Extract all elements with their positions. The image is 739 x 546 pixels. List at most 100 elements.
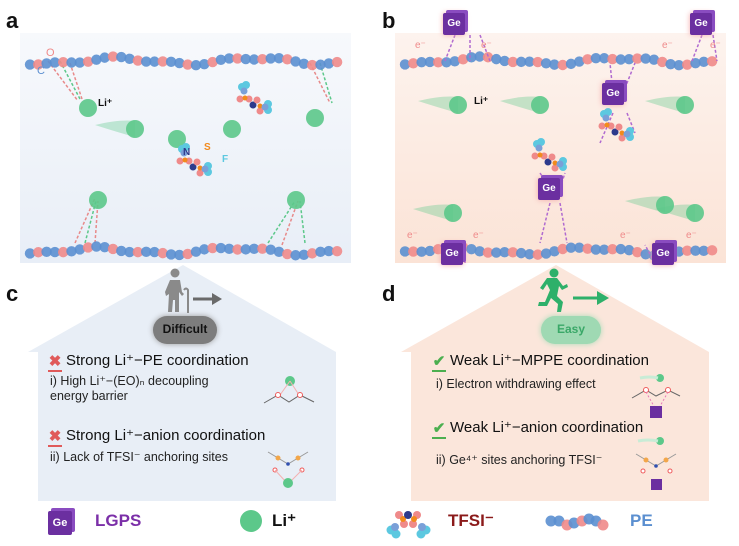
coordination-bond <box>539 172 551 189</box>
carbon-atom <box>199 59 210 70</box>
coordination-bond <box>539 202 551 244</box>
oxygen-atom <box>331 245 343 257</box>
carbon-atom <box>248 54 260 65</box>
check-icon: ✔ <box>432 420 446 439</box>
carbon-atom <box>574 242 585 253</box>
panel-d-roof <box>401 265 709 501</box>
oxygen-atom <box>132 246 144 258</box>
carbon-atom <box>91 54 102 65</box>
carbon-atom <box>24 248 36 259</box>
carbon-atom <box>574 56 585 67</box>
carbon-atom <box>623 54 635 65</box>
li-motion-trail <box>625 196 665 213</box>
oxygen-atom <box>597 519 609 531</box>
oxygen-atom <box>253 96 261 104</box>
oxygen-atom <box>548 153 556 161</box>
oxygen-atom <box>557 59 568 71</box>
carbon-atom <box>323 58 334 69</box>
panel-c-roof <box>28 263 336 501</box>
carbon-atom <box>315 246 326 258</box>
oxygen-atom <box>582 243 593 254</box>
li-motion-trail <box>418 96 458 113</box>
carbon-label: C <box>37 65 45 77</box>
carbon-atom <box>549 246 560 257</box>
carbon-atom <box>273 53 285 64</box>
oxygen-atom <box>632 53 643 64</box>
li-ion <box>287 191 305 209</box>
oxygen-atom <box>82 242 94 253</box>
carbon-atom <box>41 58 52 69</box>
oxygen-atom <box>507 56 519 68</box>
carbon-atom <box>615 243 626 255</box>
oxygen-atom <box>408 58 419 69</box>
oxygen-atom <box>331 56 343 68</box>
carbon-atom <box>590 244 602 255</box>
carbon-atom <box>449 56 460 67</box>
oxygen-atom <box>607 244 618 255</box>
coordination-bond <box>622 62 636 94</box>
li-ion <box>79 99 97 117</box>
li-ion <box>306 109 324 127</box>
carbon-atom <box>74 57 85 68</box>
sulfur-atom <box>552 160 558 166</box>
oxygen-atom <box>107 51 119 62</box>
coordination-bond <box>281 200 299 246</box>
carbon-atom <box>240 244 251 255</box>
ge-cube-icon: Ge <box>602 83 624 105</box>
item-weak-li-anion: ✔Weak Li⁺−anion coordination <box>432 418 643 439</box>
li-motion-trail <box>95 120 135 137</box>
sulfur-atom <box>197 165 203 171</box>
carbon-atom <box>224 243 235 255</box>
legend-tfsi-label: TFSI⁻ <box>448 511 494 530</box>
tfsi-li-structure-icon <box>267 451 309 488</box>
li-motion-trail <box>645 96 685 113</box>
carbon-atom <box>524 56 535 67</box>
carbon-atom <box>590 52 602 64</box>
carbon-atom <box>298 249 310 261</box>
coordination-bond <box>69 62 83 100</box>
oxygen-atom <box>582 54 593 65</box>
carbon-atom <box>491 53 502 65</box>
carbon-atom <box>549 59 560 70</box>
oxygen-atom <box>433 57 444 68</box>
carbon-atom <box>399 246 411 257</box>
oxygen-atom <box>618 134 626 142</box>
li-ion <box>686 204 704 222</box>
fluorine-label: F <box>222 154 229 165</box>
oxygen-atom <box>408 246 419 257</box>
carbon-atom <box>99 52 110 63</box>
carbon-atom <box>180 149 188 157</box>
carbon-atom <box>290 250 301 261</box>
carbon-atom <box>165 56 177 68</box>
carbon-atom <box>623 130 631 138</box>
oxygen-atom <box>706 56 718 67</box>
oxygen-atom <box>232 53 243 64</box>
difficult-badge: Difficult <box>153 316 217 344</box>
coordination-bond <box>644 244 656 264</box>
oxygen-atom <box>682 245 693 256</box>
sulfur-atom <box>619 130 625 136</box>
oxygen-label: O <box>46 47 55 59</box>
li-ion <box>676 96 694 114</box>
carbon-atom <box>41 246 52 258</box>
carbon-atom <box>24 59 36 70</box>
item-sub-lack-anchoring: ii) Lack of TFSI⁻ anchoring sites <box>50 450 228 464</box>
carbon-atom <box>149 56 160 67</box>
carbon-atom <box>215 54 227 65</box>
tfsi-ge-structure-icon <box>635 437 677 490</box>
carbon-atom <box>535 144 543 152</box>
carbon-atom <box>290 56 301 67</box>
legend-li-ion-icon <box>240 510 262 532</box>
oxygen-atom <box>232 244 243 255</box>
oxygen-atom <box>682 59 693 70</box>
coordination-bond <box>691 34 703 62</box>
carbon-atom <box>323 245 334 257</box>
item-title: Weak Li⁺−MPPE coordination <box>450 352 649 369</box>
carbon-atom <box>623 244 635 256</box>
sulfur-atom <box>257 103 263 109</box>
carbon-atom <box>466 52 477 63</box>
oxygen-atom <box>256 107 264 115</box>
ge-cube-icon: Ge <box>538 178 560 200</box>
carbon-atom <box>149 246 160 258</box>
easy-badge: Easy <box>541 316 601 344</box>
